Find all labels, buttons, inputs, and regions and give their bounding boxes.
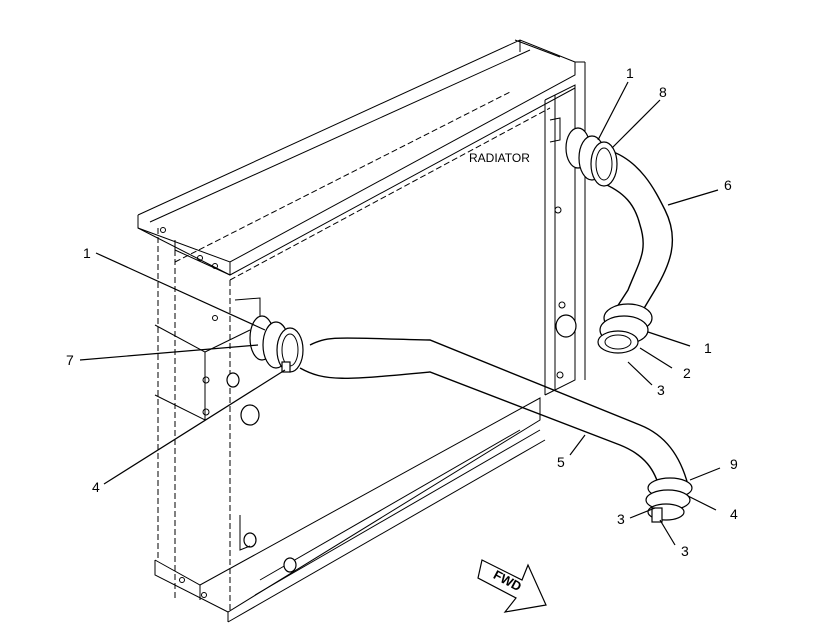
callout-4-left: 4 [92,479,100,495]
forward-direction-arrow: FWD [477,559,547,613]
radiator-frame [137,39,586,623]
lower-hose [299,337,689,491]
leader-lines [79,81,721,546]
callout-2: 2 [683,365,691,381]
lower-hose-right-clamps [645,477,693,523]
lower-hose-left-clamps [249,315,304,373]
callout-1-right: 1 [704,340,712,356]
callout-6: 6 [724,177,732,193]
callout-4-right: 4 [730,506,738,522]
callout-1-top: 1 [626,65,634,81]
callout-9: 9 [730,456,738,472]
callout-7: 7 [66,352,74,368]
callout-1-left: 1 [83,245,91,261]
callout-3-lower: 3 [681,543,689,559]
upper-hose-top-clamps [565,127,618,187]
upper-hose [599,149,673,316]
callout-3-lower-left: 3 [617,511,625,527]
radiator-label: RADIATOR [469,151,530,165]
callout-5: 5 [557,454,565,470]
callout-8: 8 [659,84,667,100]
callout-3-upper: 3 [657,382,665,398]
upper-hose-bottom-clamps [597,303,653,354]
